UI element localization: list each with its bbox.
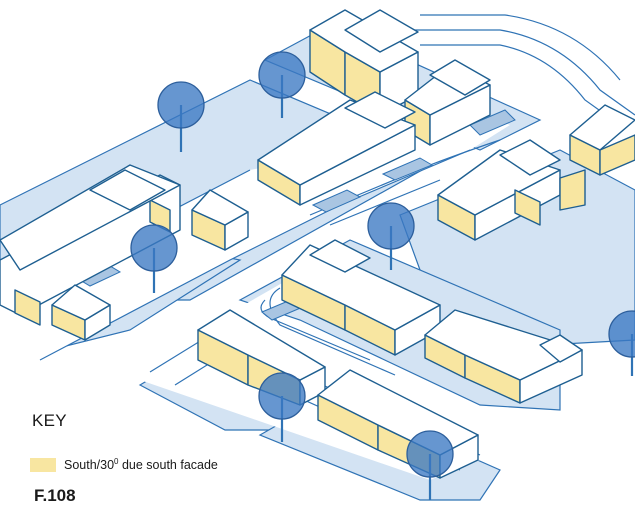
tree [258, 51, 306, 118]
tree-crown [130, 224, 178, 272]
house-detached-left [191, 189, 249, 251]
key-label: South/300 due south facade [64, 457, 218, 472]
parking-bays [78, 109, 516, 321]
tree [608, 310, 635, 376]
house-detached-lower-left [51, 284, 111, 341]
tree-crown [367, 202, 415, 250]
tree [157, 81, 205, 152]
tree [367, 202, 415, 270]
key-label-main: South/30 [64, 458, 115, 473]
tree [258, 372, 306, 442]
tree-crown [157, 81, 205, 129]
house-terrace-centre-right [424, 309, 583, 404]
tree-crown [258, 51, 306, 99]
trees [130, 51, 635, 500]
house-terrace-centre [281, 239, 441, 356]
figure-code: F.108 [34, 486, 76, 505]
house-right-upper [569, 104, 635, 176]
tree-crown [608, 310, 635, 358]
tree-crown [258, 372, 306, 420]
key-label-rest: due south facade [118, 458, 218, 473]
house-terrace-left [0, 164, 181, 326]
key-title: KEY [32, 411, 67, 430]
house-terrace-centre-upper [257, 91, 416, 206]
key-swatch-south-facade [30, 457, 56, 472]
tree [406, 430, 454, 500]
key-label-superscript: 0 [114, 457, 119, 466]
house-right-mid [437, 139, 586, 241]
tree [130, 224, 178, 293]
tree-crown [406, 430, 454, 478]
key-item: South/300 due south facade [30, 457, 218, 472]
